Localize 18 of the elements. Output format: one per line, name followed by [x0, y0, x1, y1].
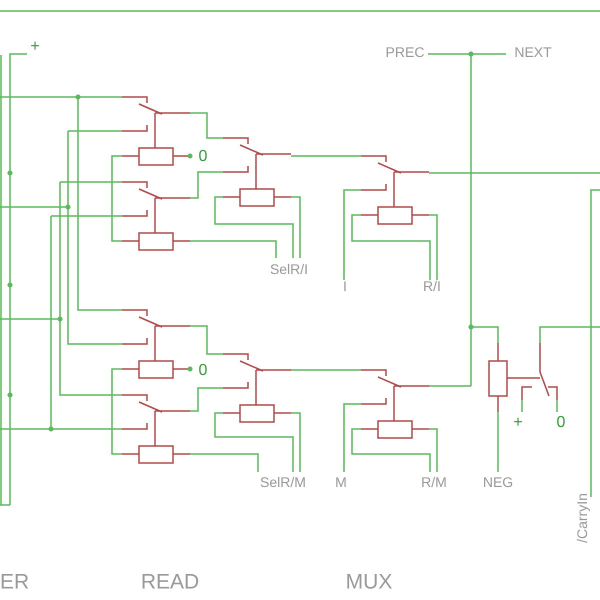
- signal-label: R/M: [421, 475, 447, 489]
- terminal-label: 0: [198, 149, 208, 165]
- signal-label: R/I: [423, 279, 441, 293]
- signal-label: I: [343, 279, 347, 293]
- section-title: MUX: [346, 572, 392, 592]
- terminal-label: +: [30, 39, 40, 55]
- signal-label: M: [335, 475, 347, 489]
- signal-label: NEXT: [514, 45, 552, 59]
- terminal-label: 0: [556, 415, 566, 431]
- signal-label: /CarryIn: [575, 493, 589, 543]
- terminal-label: +: [513, 415, 523, 431]
- signal-label: SelR/M: [260, 475, 306, 489]
- section-title: READ: [140, 572, 200, 592]
- signal-label: SelR/I: [270, 262, 308, 276]
- signal-label: PREC: [386, 45, 424, 59]
- signal-label: NEG: [482, 475, 514, 489]
- terminal-label: 0: [198, 363, 208, 379]
- section-title: ER: [0, 572, 30, 592]
